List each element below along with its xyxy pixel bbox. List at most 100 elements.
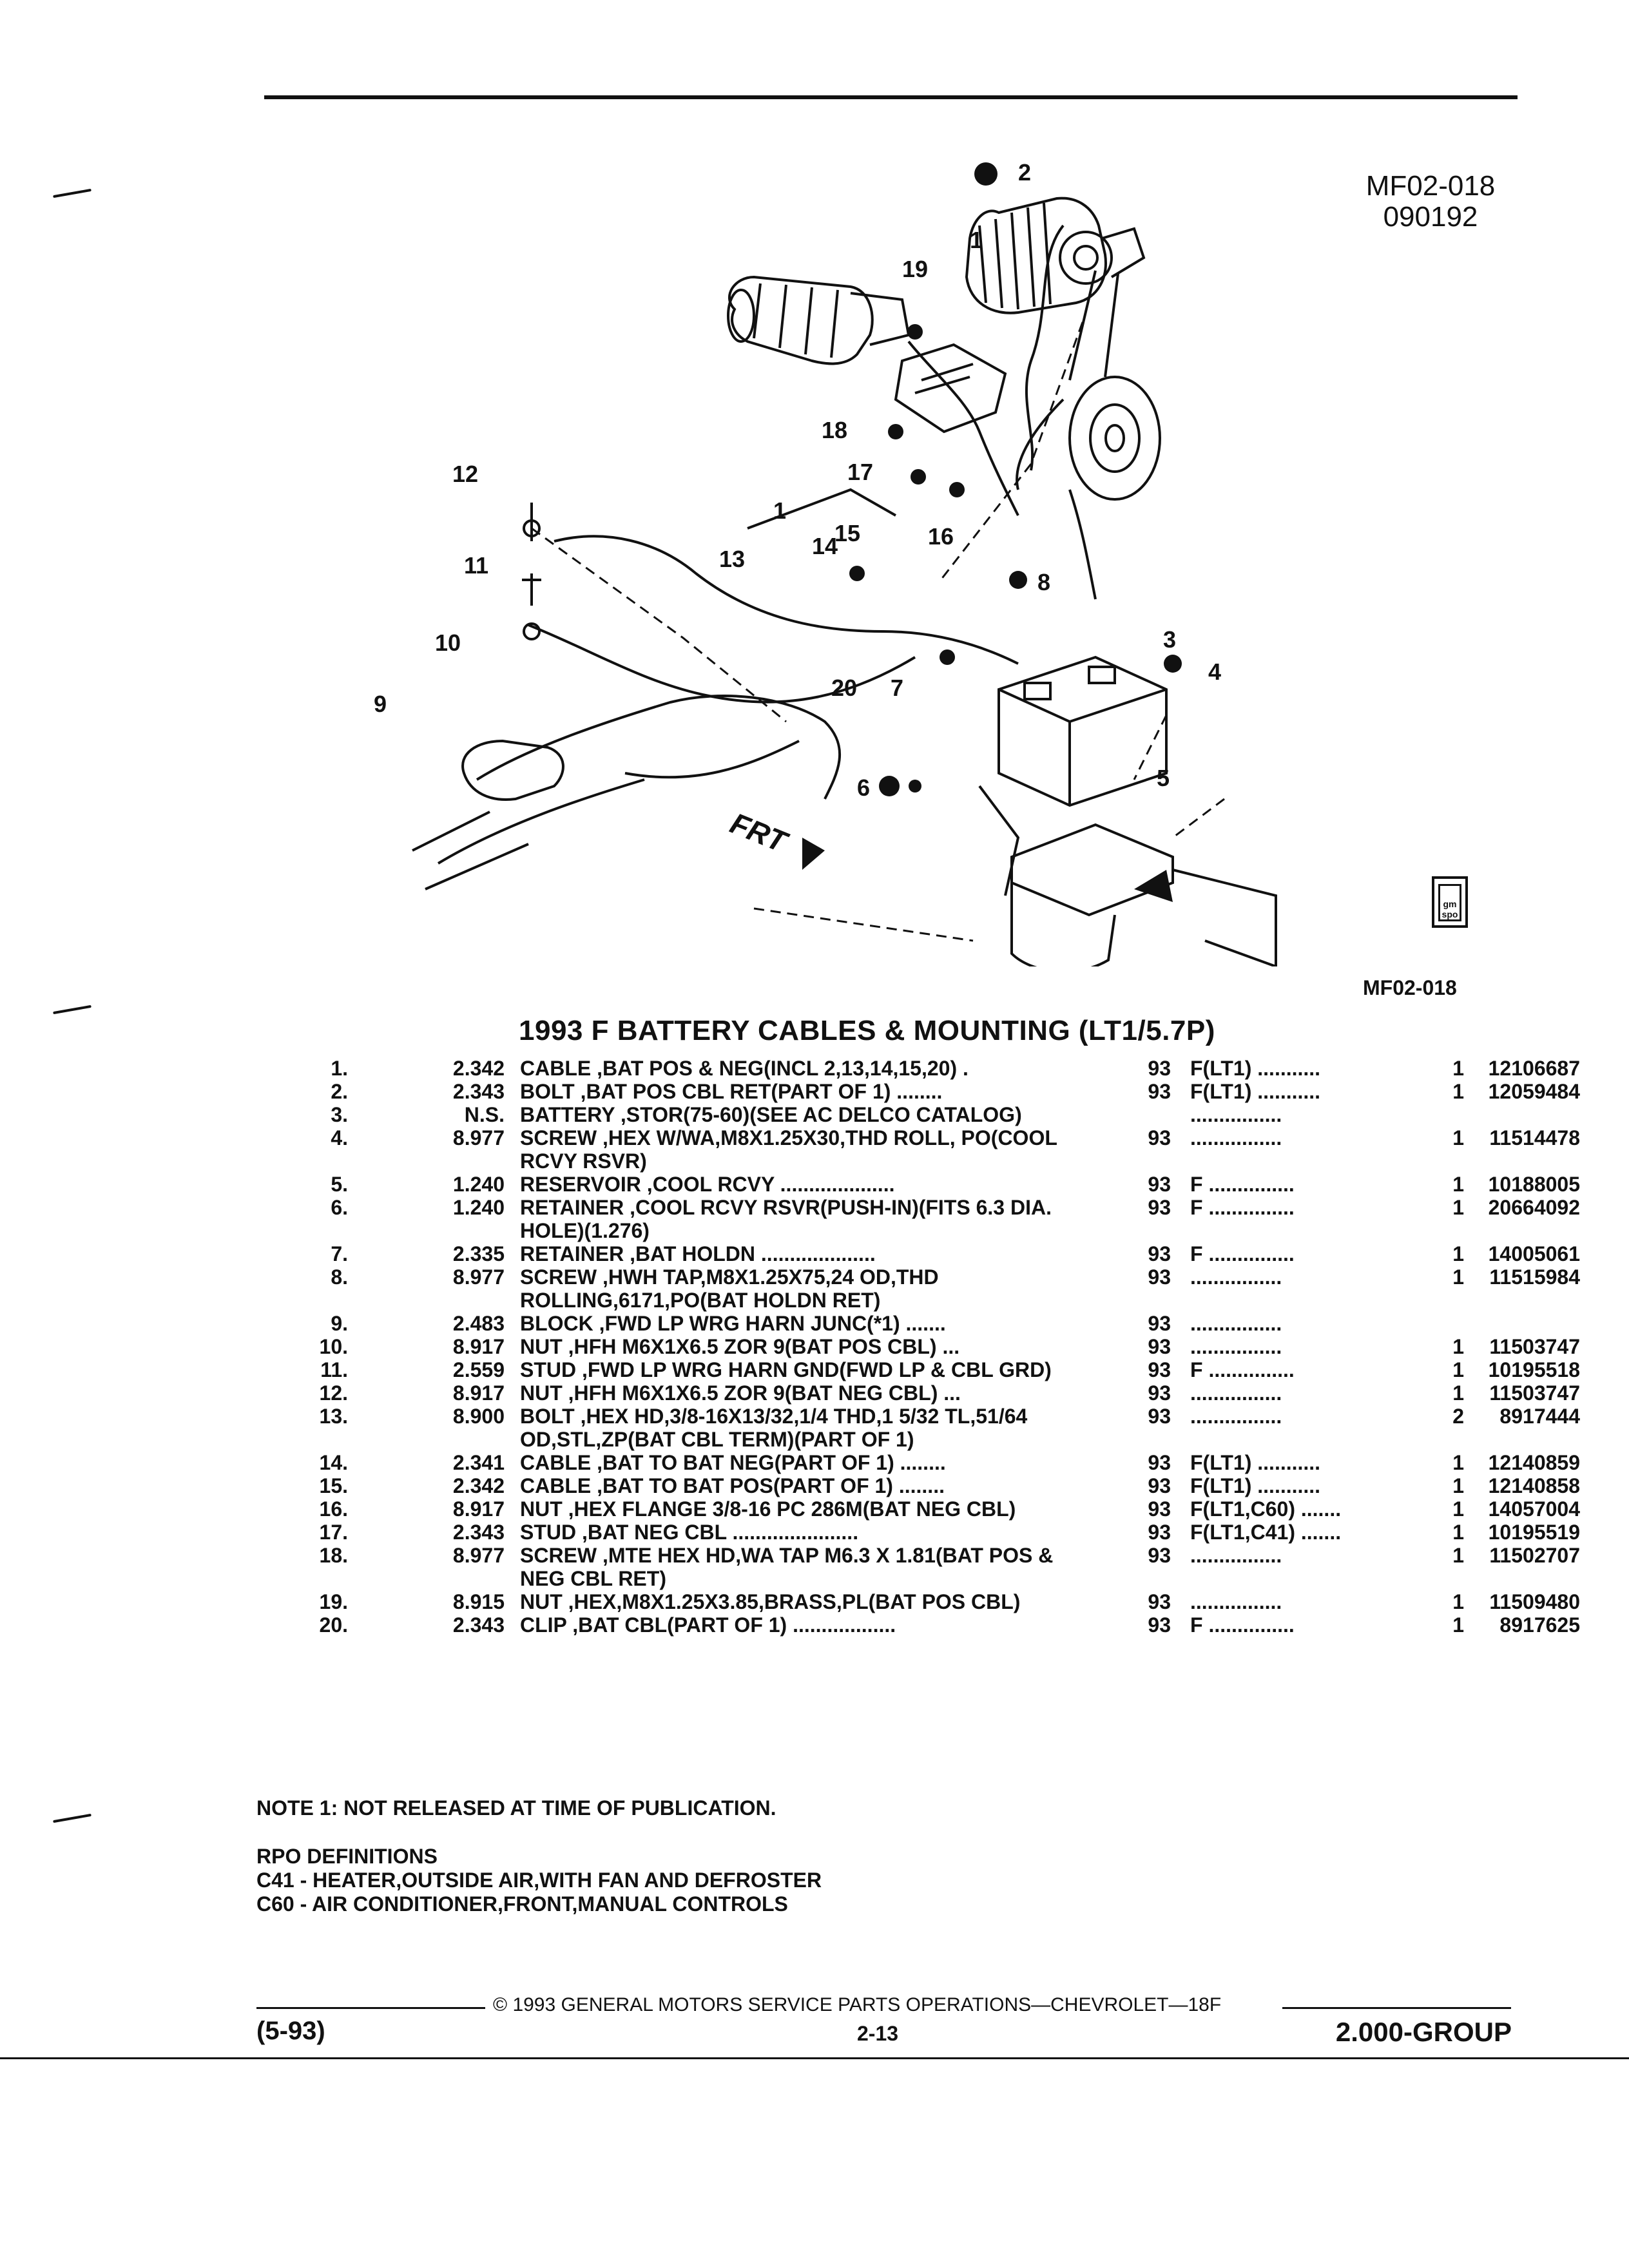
usage: ................ [1190,1405,1282,1428]
figure-ref-bottom: MF02-018 [1363,976,1457,999]
quantity: 1 [1452,1358,1464,1381]
callout-16: 16 [928,523,954,550]
group-number: 8.977 [452,1265,505,1289]
junction-block-drawing [894,343,1007,434]
footer-copyright: © 1993 GENERAL MOTORS SERVICE PARTS OPER… [493,1994,1222,2015]
callout-18: 18 [822,417,847,443]
item-number: 17. [319,1521,348,1544]
callout-5: 5 [1157,765,1170,791]
gm-spo-logo: gm spo [1432,876,1468,928]
usage: F(LT1) ........... [1190,1474,1321,1497]
callout-10: 10 [435,629,461,656]
group-number: 8.977 [452,1544,505,1567]
part-number: 12140858 [1488,1474,1580,1497]
part-number: 11503747 [1489,1335,1580,1358]
model-year: 93 [1148,1381,1171,1405]
quantity: 1 [1452,1080,1464,1103]
item-number: 8. [331,1265,348,1289]
group-number: 2.342 [452,1474,505,1497]
binder-mark [53,188,92,198]
footer-rule-left [256,2007,485,2009]
quantity [1425,1103,1464,1126]
model-year: 93 [1148,1521,1171,1544]
page-title: 1993 F BATTERY CABLES & MOUNTING (LT1/5.… [519,1015,1215,1046]
rpo-heading: RPO DEFINITIONS [256,1845,438,1868]
callout-8: 8 [1037,569,1050,595]
pulley-drawing [1016,270,1161,501]
usage: ................ [1190,1265,1282,1289]
callout-12: 12 [452,461,478,487]
part-description: CABLE ,BAT POS & NEG(INCL 2,13,14,15,20)… [520,1057,969,1080]
part-description: CABLE ,BAT TO BAT POS(PART OF 1) .......… [520,1474,945,1497]
usage: F(LT1) ........... [1190,1451,1321,1474]
part-description: RETAINER ,COOL RCVY RSVR(PUSH-IN)(FITS 6… [520,1196,1052,1242]
part-description: RETAINER ,BAT HOLDN .................... [520,1242,876,1265]
figure-reference: MF02-018 090192 [1356,171,1505,233]
part-description: BOLT ,HEX HD,3/8-16X13/32,1/4 THD,1 5/32… [520,1405,1028,1451]
part-number: 10188005 [1488,1173,1580,1196]
usage: F(LT1,C41) ....... [1190,1521,1342,1544]
quantity: 1 [1452,1265,1464,1289]
quantity: 1 [1452,1474,1464,1497]
group-number: N.S. [464,1103,505,1126]
publication-note: NOTE 1: NOT RELEASED AT TIME OF PUBLICAT… [256,1796,776,1820]
part-number: 10195518 [1488,1358,1580,1381]
part-number: 14057004 [1488,1497,1580,1521]
callout-2: 2 [1018,159,1031,186]
part-number: 12059484 [1488,1080,1580,1103]
callout-6: 6 [857,774,870,801]
item-number: 5. [331,1173,348,1196]
item-number: 11. [320,1358,348,1381]
usage: ................ [1190,1335,1282,1358]
group-number: 8.915 [452,1590,505,1613]
part-number: 14005061 [1488,1242,1580,1265]
footer-page-number: 2-13 [857,2022,899,2045]
quantity: 1 [1452,1544,1464,1567]
part-description: SCREW ,MTE HEX HD,WA TAP M6.3 X 1.81(BAT… [520,1544,1054,1590]
group-number: 2.341 [452,1451,505,1474]
callout-1b: 1 [773,497,786,524]
part-description: BATTERY ,STOR(75-60)(SEE AC DELCO CATALO… [520,1103,1022,1126]
quantity: 1 [1452,1497,1464,1521]
item-number: 6. [331,1196,348,1219]
model-year: 93 [1148,1080,1171,1103]
usage: F ............... [1190,1196,1295,1219]
quantity: 1 [1452,1381,1464,1405]
battery-drawing [998,655,1168,807]
quantity: 1 [1452,1242,1464,1265]
battery-tray-drawing [978,785,1277,966]
item-number: 1. [331,1057,348,1080]
callout-20: 20 [831,675,857,701]
item-number: 20. [319,1613,348,1637]
usage: ................ [1190,1126,1282,1149]
usage: ................ [1190,1103,1282,1126]
front-direction-label: FRT [726,806,793,860]
group-number: 8.917 [452,1497,505,1521]
callout-3: 3 [1163,626,1176,653]
model-year: 93 [1148,1196,1171,1219]
quantity: 1 [1452,1126,1464,1149]
starter-drawing [727,275,911,365]
usage: F ............... [1190,1173,1295,1196]
callout-9: 9 [374,691,387,717]
group-number: 1.240 [452,1173,505,1196]
table-row: 3.N.S.BATTERY ,STOR(75-60)(SEE AC DELCO … [303,1103,1580,1126]
group-number: 2.343 [452,1521,505,1544]
model-year [1081,1103,1171,1126]
item-number: 19. [319,1590,348,1613]
model-year: 93 [1148,1474,1171,1497]
page-bottom-rule [0,2057,1629,2059]
part-number: 11503747 [1489,1381,1580,1405]
binder-mark [53,1813,92,1823]
header-rule [264,95,1518,99]
part-description: NUT ,HEX,M8X1.25X3.85,BRASS,PL(BAT POS C… [520,1590,1021,1613]
